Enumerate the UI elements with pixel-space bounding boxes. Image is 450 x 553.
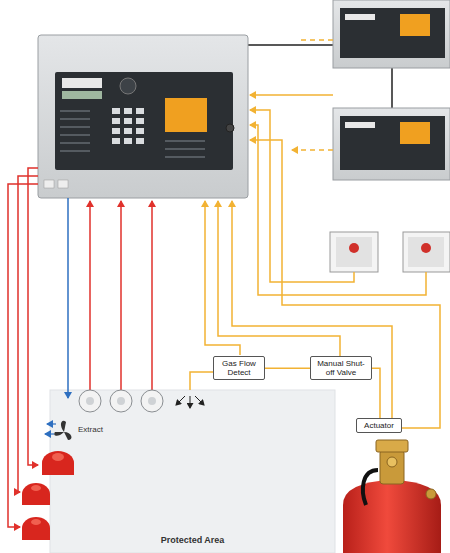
box-label: Gas Flow Detect	[217, 359, 261, 377]
box-label: Actuator	[360, 421, 398, 430]
area-title: Protected Area	[50, 535, 335, 545]
part-label: Extract	[78, 425, 103, 434]
signal-wire	[372, 368, 380, 418]
device-box: Manual Shut-off Valve	[310, 356, 372, 380]
box-label: Manual Shut-off Valve	[314, 359, 368, 377]
signal-wire	[265, 367, 310, 369]
device-box: Actuator	[356, 418, 402, 433]
protected-area: Protected Area	[50, 390, 335, 553]
device-box: Gas Flow Detect	[213, 356, 265, 380]
